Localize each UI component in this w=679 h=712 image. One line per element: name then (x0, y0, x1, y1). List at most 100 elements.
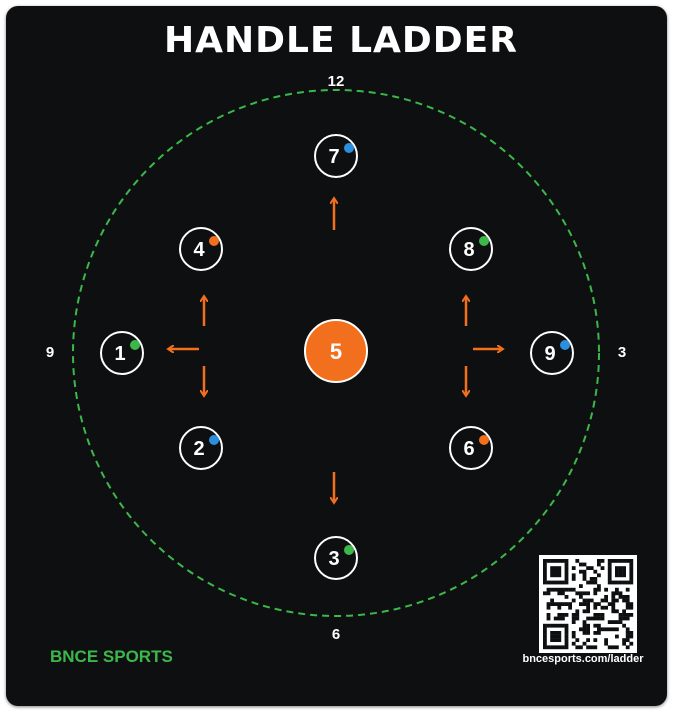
qr-module (550, 598, 554, 603)
qr-module (593, 602, 598, 606)
qr-module (615, 620, 619, 624)
qr-module (561, 645, 565, 650)
qr-module (550, 580, 554, 585)
qr-module (586, 602, 590, 606)
qr-module (622, 638, 626, 642)
qr-module (579, 584, 583, 588)
qr-module (564, 641, 569, 646)
qr-module (622, 609, 626, 614)
qr-module (553, 616, 558, 621)
qr-module (557, 566, 562, 570)
qr-module (600, 559, 605, 563)
qr-module (615, 566, 619, 570)
marker-4: 4 (179, 227, 223, 271)
qr-module (543, 566, 547, 570)
qr-module (557, 616, 562, 621)
qr-module (582, 569, 587, 574)
qr-module (575, 591, 580, 596)
marker-ring (449, 227, 493, 271)
qr-module (543, 631, 547, 635)
qr-module (622, 569, 626, 574)
qr-module (546, 616, 551, 621)
qr-module (615, 573, 619, 578)
blue-dot-icon (560, 340, 570, 350)
qr-module (589, 580, 594, 585)
qr-module (546, 559, 551, 563)
qr-module (561, 591, 565, 596)
qr-module (586, 638, 590, 642)
qr-module (625, 613, 630, 617)
qr-module (629, 562, 634, 567)
qr-module (625, 616, 630, 621)
qr-module (579, 627, 583, 632)
qr-module (611, 580, 616, 585)
marker-label: 2 (193, 438, 204, 460)
qr-module (597, 631, 601, 635)
qr-module (611, 620, 616, 624)
qr-module (604, 605, 608, 610)
qr-module (582, 562, 587, 567)
qr-module (557, 573, 562, 578)
qr-module (629, 573, 634, 578)
qr-module (589, 566, 594, 570)
qr-module (546, 645, 551, 650)
qr-module (607, 627, 612, 632)
qr-module (579, 562, 583, 567)
qr-module (568, 605, 572, 610)
qr-module (561, 559, 565, 563)
qr-module (553, 566, 558, 570)
marker-8: 8 (449, 227, 493, 271)
qr-module (622, 559, 626, 563)
qr-module (618, 595, 623, 599)
marker-7: 7 (314, 134, 358, 178)
qr-module (579, 602, 583, 606)
qr-module (629, 634, 634, 639)
direction-arrows (169, 199, 502, 502)
qr-module (615, 627, 619, 632)
marker-ring (314, 536, 358, 580)
qr-module (571, 613, 576, 617)
qr-module (564, 631, 569, 635)
qr-module (597, 616, 601, 621)
qr-module (550, 634, 554, 639)
qr-module (571, 577, 576, 581)
orange-dot-icon (479, 435, 489, 445)
qr-module (629, 569, 634, 574)
qr-module (629, 641, 634, 646)
qr-module (557, 623, 562, 628)
qr-module (546, 613, 551, 617)
qr-module (564, 587, 569, 592)
qr-module (618, 620, 623, 624)
qr-module (597, 627, 601, 632)
qr-module (571, 616, 576, 621)
qr-module (557, 591, 562, 596)
qr-module (618, 573, 623, 578)
qr-module (564, 573, 569, 578)
qr-module (582, 598, 587, 603)
qr-module (553, 638, 558, 642)
qr-module (564, 602, 569, 606)
qr-code-icon[interactable] (539, 555, 637, 653)
qr-module (571, 631, 576, 635)
qr-module (582, 591, 587, 596)
qr-module (582, 602, 587, 606)
qr-module (564, 634, 569, 639)
qr-module (597, 562, 601, 567)
qr-module (604, 587, 608, 592)
qr-module (564, 638, 569, 642)
qr-module (550, 645, 554, 650)
qr-module (625, 595, 630, 599)
qr-module (546, 591, 551, 596)
qr-module (600, 605, 605, 610)
qr-module (543, 559, 547, 563)
marker-2: 2 (179, 426, 223, 470)
qr-module (611, 602, 616, 606)
qr-module (625, 645, 630, 650)
qr-module (607, 559, 612, 563)
clock-label-9: 9 (46, 344, 54, 361)
qr-module (604, 595, 608, 599)
qr-module (625, 631, 630, 635)
qr-module (586, 566, 590, 570)
qr-module (625, 598, 630, 603)
marker-1: 1 (100, 331, 144, 375)
